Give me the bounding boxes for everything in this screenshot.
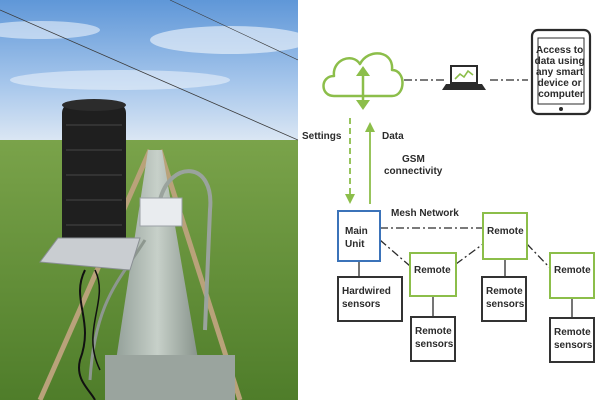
data-arrow	[365, 122, 375, 204]
irrigation-pipe	[110, 150, 205, 400]
hardwired-sensors-label: Hardwired sensors	[342, 286, 394, 310]
mesh-network-label: Mesh Network	[391, 208, 459, 219]
device-text-line: any smart	[536, 67, 584, 78]
sensor-enclosure	[62, 103, 126, 253]
hose	[88, 239, 147, 381]
main-unit-label: Main Unit	[345, 226, 371, 250]
truss-rod	[37, 148, 153, 400]
remote-label: Remote	[414, 265, 451, 276]
remote-sensors-label-line: sensors	[415, 339, 454, 350]
gsm-connectivity-label: GSM connectivity	[384, 154, 443, 177]
remote-sensors-node-1	[481, 276, 527, 322]
settings-label: Settings	[302, 131, 342, 142]
cloud-wisp	[0, 21, 100, 39]
hardwired-sensors-node	[337, 276, 403, 322]
remote-node-2	[409, 252, 457, 297]
main-unit-label-line: Unit	[345, 239, 365, 250]
pipe-base	[105, 355, 235, 400]
remote-sensors-node-2	[410, 316, 456, 362]
device-text-line: computer	[538, 89, 584, 100]
remote-sensors-node-3	[549, 317, 595, 363]
link-remote1-remote3	[526, 243, 551, 269]
junction-box	[139, 197, 183, 227]
device-text-line: Access to	[536, 45, 583, 56]
tablet-icon	[530, 28, 592, 116]
settings-arrow	[345, 118, 355, 204]
enclosure-top	[62, 99, 126, 111]
gsm-label-line: connectivity	[384, 166, 443, 177]
remote-sensors-label: Remote sensors	[486, 286, 525, 310]
field-photo-drawing	[0, 0, 298, 400]
link-main-remote2	[379, 239, 411, 267]
remote-sensors-label-line: Remote	[554, 327, 591, 338]
cable	[78, 269, 96, 400]
field-photo	[0, 0, 298, 400]
gsm-label-line: GSM	[402, 154, 425, 165]
device-text-line: device or	[538, 78, 582, 89]
remote-sensors-label-line: sensors	[486, 299, 525, 310]
updown-arrows-icon	[356, 66, 370, 110]
remote-node-3	[549, 252, 595, 299]
remote-label: Remote	[487, 226, 524, 237]
hardwired-label-line: Hardwired	[342, 286, 391, 297]
cloud-wisp	[10, 70, 230, 90]
link-remote2-remote1	[455, 243, 484, 265]
mounting-plate	[39, 237, 141, 271]
main-unit-label-line: Main	[345, 226, 368, 237]
device-text-line: data using	[535, 56, 585, 67]
cloud-wisp	[150, 26, 298, 54]
sensor-links	[358, 259, 573, 318]
hose	[158, 169, 213, 331]
mesh-links	[379, 227, 551, 269]
network-diagram-svg: Access to data using any smart device or…	[302, 28, 595, 363]
enclosure-ribs	[66, 124, 122, 226]
device-access-text: Access to data using any smart device or…	[535, 45, 588, 100]
hardwired-label-line: sensors	[342, 299, 381, 310]
remote-node-1	[482, 212, 528, 260]
cable	[92, 269, 101, 371]
remote-sensors-label: Remote sensors	[415, 326, 454, 350]
laptop-icon	[442, 65, 486, 90]
network-diagram: Access to data using any smart device or…	[298, 0, 600, 400]
remote-sensors-label-line: sensors	[554, 340, 593, 351]
overhead-wire	[169, 0, 298, 61]
remote-sensors-label-line: Remote	[486, 286, 523, 297]
remote-sensors-label-line: Remote	[415, 326, 452, 337]
remote-label: Remote	[554, 265, 591, 276]
remote-sensors-label: Remote sensors	[554, 327, 593, 351]
overhead-wire	[0, 9, 298, 141]
data-label: Data	[382, 131, 404, 142]
main-unit-node	[337, 210, 381, 262]
